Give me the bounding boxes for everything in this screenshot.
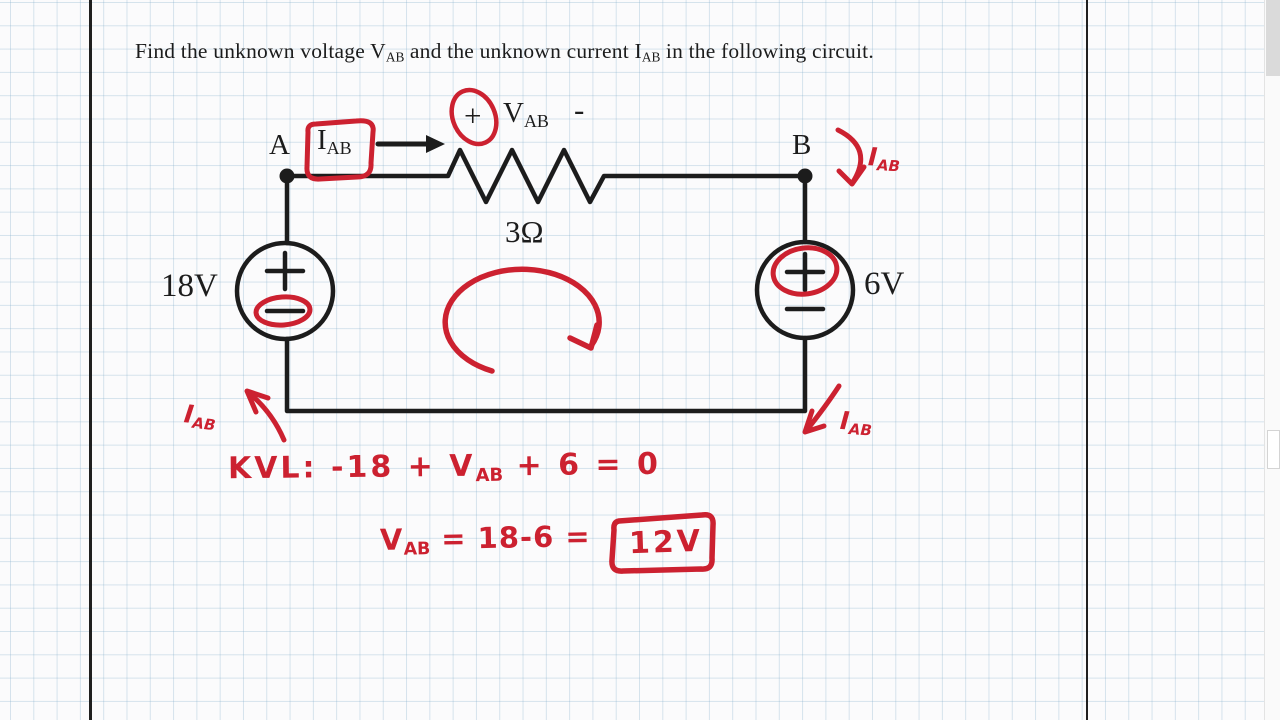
hw-iab-right-sub: AB — [876, 156, 901, 176]
answer-sub: AB — [403, 539, 431, 560]
right-source-plus-oval-annotation — [770, 245, 840, 297]
problem-text-3: in the following circuit. — [660, 39, 874, 63]
left-source-minus-oval-annotation — [253, 294, 313, 328]
left-source-plus-icon — [264, 250, 306, 292]
vab-plus-sign: + — [464, 98, 482, 133]
right-source-value-label: 6V — [864, 266, 905, 302]
kvl-part-1: KVL: -18 + V — [227, 448, 476, 487]
vab-sub: AB — [523, 111, 549, 132]
current-iab-label: IAB — [317, 124, 352, 159]
handwritten-answer-equation: VAB = 18-6 = — [380, 519, 591, 560]
left-margin-rule — [89, 0, 92, 720]
hw-iab-br-sub: AB — [848, 420, 873, 440]
iab-bottom-right-arrowhead-icon — [802, 408, 827, 435]
kvl-sub: AB — [475, 464, 504, 487]
current-iab-main: I — [317, 124, 327, 156]
handwritten-iab-bottom-left: IAB — [182, 399, 218, 434]
iab-bottom-left-arrowhead-icon — [244, 388, 271, 415]
handwritten-kvl-equation: KVL: -18 + VAB + 6 = 0 — [228, 447, 661, 489]
answer-part-2: = 18-6 = — [429, 519, 591, 556]
left-voltage-source-circle — [234, 240, 336, 342]
current-direction-arrowhead-icon — [426, 135, 445, 153]
problem-text-1: Find the unknown voltage V — [135, 39, 386, 63]
kvl-loop-arrowhead-icon — [567, 322, 600, 351]
vab-minus-sign: - — [574, 92, 585, 127]
current-iab-sub: AB — [326, 138, 352, 159]
circuit-wires — [284, 173, 808, 414]
top-wire-resistor — [284, 147, 808, 205]
node-a-label: A — [269, 129, 290, 161]
node-a-dot — [279, 168, 295, 184]
problem-text-2: and the unknown current I — [404, 39, 642, 63]
node-b-label: B — [792, 129, 812, 161]
kvl-loop-arrow — [442, 266, 602, 374]
iab-right-arrowhead-icon — [836, 164, 867, 187]
vab-main: V — [503, 97, 524, 129]
handwritten-boxed-answer: 12V — [628, 523, 704, 562]
right-source-plus-icon — [784, 251, 826, 293]
iab-bottom-right-arrow — [803, 383, 842, 434]
scrollbar-track[interactable] — [1264, 0, 1280, 720]
iab-right-arrow — [835, 127, 864, 185]
resistor-value-label: 3Ω — [505, 214, 544, 249]
hw-iab-bl-sub: AB — [191, 413, 217, 435]
node-b-dot — [797, 168, 813, 184]
kvl-part-2: + 6 = 0 — [502, 446, 662, 484]
problem-sub-2: AB — [641, 49, 661, 65]
problem-sub-1: AB — [385, 49, 405, 65]
right-margin-rule — [1086, 0, 1088, 720]
scrollbar-thumb[interactable] — [1266, 0, 1280, 76]
vab-label: VAB — [503, 97, 549, 132]
answer-part-1: V — [379, 522, 404, 557]
scrollbar-thumb-secondary[interactable] — [1267, 430, 1280, 469]
right-voltage-source-circle — [754, 239, 856, 341]
problem-statement: Find the unknown voltage VAB and the unk… — [135, 39, 874, 66]
handwritten-iab-right: IAB — [867, 142, 901, 175]
handwritten-iab-bottom-right: IAB — [839, 406, 873, 440]
iab-bottom-left-arrow — [246, 390, 287, 443]
left-source-value-label: 18V — [161, 268, 218, 304]
